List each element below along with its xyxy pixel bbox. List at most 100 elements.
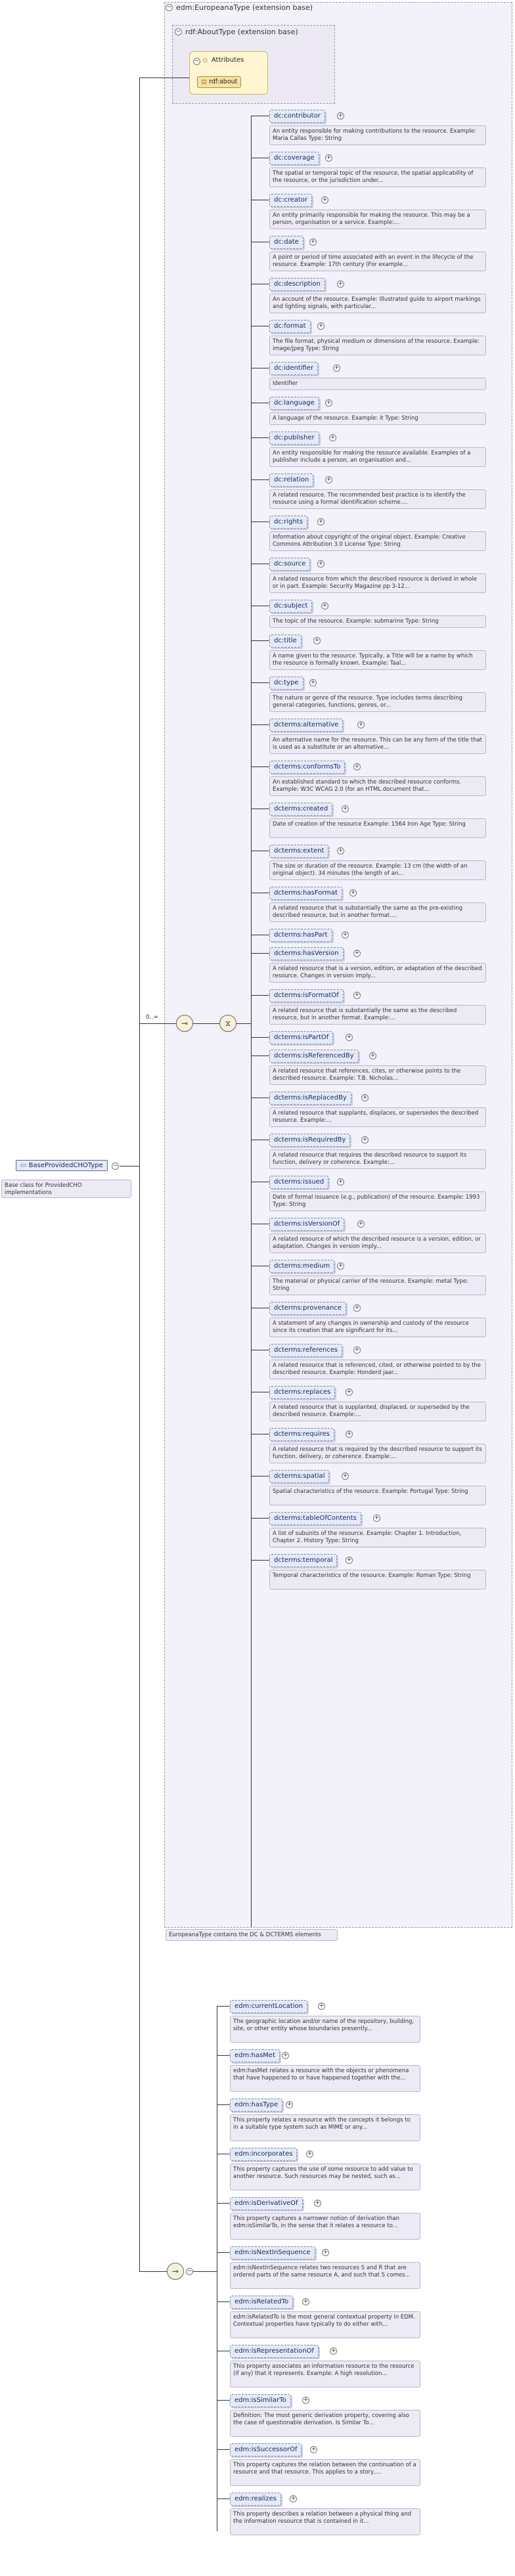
expand-icon[interactable]: +	[282, 2052, 289, 2059]
element-node[interactable]: dcterms:hasPart	[269, 929, 332, 942]
element-node[interactable]: dcterms:created	[269, 803, 333, 816]
element-node[interactable]: dc:rights	[269, 516, 307, 529]
expand-icon[interactable]: −	[193, 58, 200, 65]
element-node[interactable]: dcterms:provenance	[269, 1302, 347, 1315]
element-node[interactable]: dcterms:extent	[269, 845, 329, 858]
expand-icon[interactable]: +	[337, 1178, 344, 1186]
element-node[interactable]: dc:description	[269, 278, 325, 291]
root-element[interactable]: ▭ BaseProvidedCHOType	[16, 1160, 108, 1171]
expand-icon[interactable]: +	[322, 2249, 329, 2256]
expand-icon[interactable]: +	[317, 560, 325, 567]
expand-icon[interactable]: +	[309, 238, 317, 246]
expand-icon[interactable]: +	[353, 1304, 361, 1312]
rdf-about-attribute[interactable]: ▤ rdf:about	[197, 76, 242, 88]
expand-icon[interactable]: +	[286, 2101, 293, 2108]
expand-icon[interactable]: +	[290, 2495, 297, 2502]
expand-icon[interactable]: +	[353, 1346, 361, 1354]
element-node[interactable]: edm:isRepresentationOf	[230, 2345, 319, 2358]
element-node[interactable]: dc:contributor	[269, 110, 325, 123]
expand-icon[interactable]: −	[175, 28, 182, 35]
expand-icon[interactable]: +	[330, 2347, 337, 2355]
expand-icon[interactable]: +	[373, 1515, 380, 1522]
expand-icon[interactable]: +	[353, 763, 361, 770]
expand-icon[interactable]: +	[346, 1388, 353, 1396]
element-node[interactable]: dc:creator	[269, 194, 313, 207]
element-node[interactable]: edm:hasMet	[230, 2049, 280, 2062]
element-node[interactable]: edm:isNextInSequence	[230, 2246, 315, 2259]
expand-icon[interactable]: +	[353, 950, 361, 957]
element-node[interactable]: dcterms:requires	[269, 1428, 334, 1441]
expand-icon[interactable]: +	[353, 992, 361, 999]
element-node[interactable]: dc:identifier	[269, 362, 319, 375]
expand-icon[interactable]: +	[346, 1557, 353, 1564]
expand-icon[interactable]: +	[337, 847, 344, 855]
element-node[interactable]: dcterms:issued	[269, 1176, 329, 1189]
element-node[interactable]: edm:isSimilarTo	[230, 2394, 291, 2407]
element-node[interactable]: dc:title	[269, 634, 302, 648]
element-node[interactable]: dc:language	[269, 397, 319, 410]
expand-icon[interactable]: −	[166, 4, 173, 11]
element-node[interactable]: dcterms:tableOfContents	[269, 1512, 361, 1525]
element-node[interactable]: dcterms:temporal	[269, 1554, 338, 1567]
element-node[interactable]: edm:realizes	[230, 2493, 281, 2506]
expand-icon[interactable]: +	[361, 1136, 369, 1144]
expand-icon[interactable]: −	[186, 2268, 193, 2275]
expand-icon[interactable]: +	[321, 196, 328, 204]
element-node[interactable]: dc:type	[269, 677, 303, 690]
element-node[interactable]: dc:relation	[269, 474, 314, 487]
expand-icon[interactable]: +	[337, 112, 344, 120]
expand-icon[interactable]: +	[309, 679, 317, 686]
element-node[interactable]: dc:date	[269, 236, 303, 249]
element-node[interactable]: dc:source	[269, 558, 311, 571]
expand-icon[interactable]: +	[325, 476, 332, 483]
element-node[interactable]: dc:coverage	[269, 152, 319, 165]
expand-icon[interactable]: +	[337, 280, 344, 288]
element-node[interactable]: dc:subject	[269, 600, 313, 613]
expand-icon[interactable]: −	[112, 1163, 119, 1170]
element-node[interactable]: dcterms:isRequiredBy	[269, 1134, 351, 1147]
element-node[interactable]: dcterms:hasFormat	[269, 887, 343, 900]
element-node[interactable]: dcterms:hasVersion	[269, 947, 344, 960]
expand-icon[interactable]: +	[317, 518, 325, 525]
element-node[interactable]: dcterms:isPartOf	[269, 1031, 334, 1044]
element-node[interactable]: edm:isDerivativeOf	[230, 2197, 303, 2210]
element-node[interactable]: dcterms:replaces	[269, 1386, 336, 1399]
element-node[interactable]: dcterms:alternative	[269, 719, 344, 732]
expand-icon[interactable]: +	[342, 1473, 349, 1480]
expand-icon[interactable]: +	[306, 2150, 313, 2158]
element-node[interactable]: edm:incorporates	[230, 2148, 298, 2161]
element-node[interactable]: edm:currentLocation	[230, 2000, 307, 2013]
expand-icon[interactable]: +	[317, 322, 325, 330]
element-node[interactable]: dcterms:isFormatOf	[269, 989, 344, 1002]
choice-compositor[interactable]: ⧖	[219, 1015, 236, 1032]
expand-icon[interactable]: +	[302, 2397, 309, 2404]
element-node[interactable]: dcterms:references	[269, 1344, 343, 1357]
element-node[interactable]: dcterms:conformsTo	[269, 761, 346, 774]
element-node[interactable]: edm:isRelatedTo	[230, 2296, 294, 2309]
element-node[interactable]: dcterms:isVersionOf	[269, 1218, 345, 1231]
expand-icon[interactable]: +	[313, 637, 321, 644]
expand-icon[interactable]: +	[357, 1220, 365, 1228]
expand-icon[interactable]: +	[361, 1094, 369, 1101]
expand-icon[interactable]: +	[346, 1431, 353, 1438]
expand-icon[interactable]: +	[321, 602, 328, 610]
expand-icon[interactable]: +	[302, 2298, 309, 2305]
expand-icon[interactable]: +	[346, 1034, 353, 1041]
expand-icon[interactable]: +	[325, 399, 332, 407]
expand-icon[interactable]: +	[325, 154, 332, 162]
element-node[interactable]: edm:hasType	[230, 2099, 283, 2112]
element-node[interactable]: dcterms:spatial	[269, 1470, 330, 1483]
expand-icon[interactable]: +	[333, 365, 340, 372]
expand-icon[interactable]: +	[318, 2003, 325, 2010]
expand-icon[interactable]: +	[314, 2200, 321, 2207]
sequence-compositor[interactable]: ⊸	[167, 2263, 184, 2280]
element-node[interactable]: dc:publisher	[269, 432, 319, 445]
expand-icon[interactable]: +	[369, 1052, 376, 1059]
expand-icon[interactable]: +	[349, 889, 357, 897]
expand-icon[interactable]: +	[310, 2446, 317, 2453]
expand-icon[interactable]: +	[342, 931, 349, 939]
element-node[interactable]: edm:isSuccessorOf	[230, 2443, 302, 2456]
element-node[interactable]: dcterms:isReplacedBy	[269, 1092, 351, 1105]
expand-icon[interactable]: +	[357, 721, 365, 728]
element-node[interactable]: dcterms:medium	[269, 1260, 335, 1273]
